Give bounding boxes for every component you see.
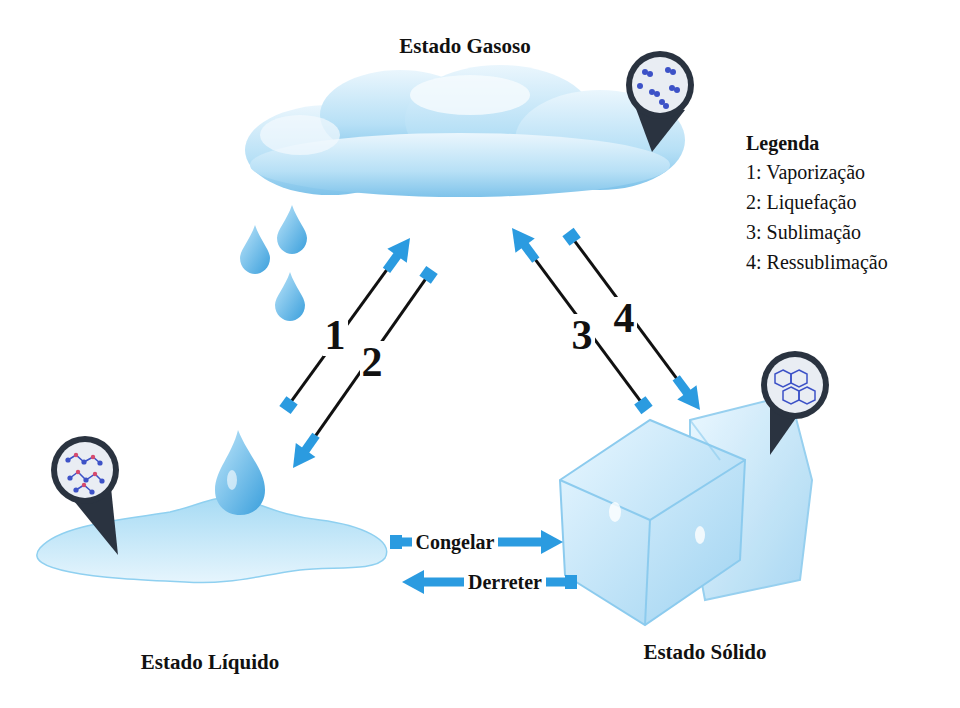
legend-title: Legenda	[746, 132, 888, 155]
legend-entry: 2: Liquefação	[746, 191, 857, 213]
phase-arrow	[390, 530, 563, 554]
callout-number: 1	[323, 314, 348, 356]
callout-number: 2	[360, 341, 385, 383]
state-heading: Estado Gasoso	[399, 34, 530, 59]
callout-number: 4	[612, 297, 637, 339]
phase-arrow	[562, 228, 700, 410]
arrow-label: Congelar	[412, 530, 499, 554]
phase-arrow	[279, 238, 410, 414]
state-node: Estado Gasoso	[240, 34, 690, 199]
legend: Legenda 1: Vaporização 2: Liquefação 3: Sub…	[746, 132, 888, 281]
phase-arrow	[512, 228, 653, 414]
state-heading: Estado Sólido	[643, 640, 766, 665]
legend-row: 3: Sublimação	[746, 221, 888, 244]
ice-cubes	[560, 395, 812, 625]
state-heading: Estado Líquido	[141, 650, 279, 675]
phase-arrow	[402, 570, 577, 594]
cloud	[245, 65, 685, 197]
legend-row: 4: Ressublimação	[746, 251, 888, 274]
arrow-label: Derreter	[464, 570, 546, 594]
rain-drops	[240, 205, 307, 321]
state-node: Estado Sólido	[555, 360, 855, 665]
legend-row: 1: Vaporização	[746, 161, 888, 184]
water-puddle	[37, 430, 387, 583]
solid-molecule-pin	[761, 351, 829, 455]
liquid-molecule-pin	[51, 436, 119, 555]
legend-entry: 3: Sublimação	[746, 221, 861, 243]
legend-entry: 1: Vaporização	[746, 161, 865, 183]
callout-number: 3	[570, 314, 595, 356]
legend-entry: 4: Ressublimação	[746, 251, 888, 273]
phase-arrow	[293, 266, 438, 468]
legend-row: 2: Liquefação	[746, 191, 888, 214]
state-node: Estado Líquido	[30, 430, 390, 675]
gas-molecule-pin	[626, 51, 694, 152]
